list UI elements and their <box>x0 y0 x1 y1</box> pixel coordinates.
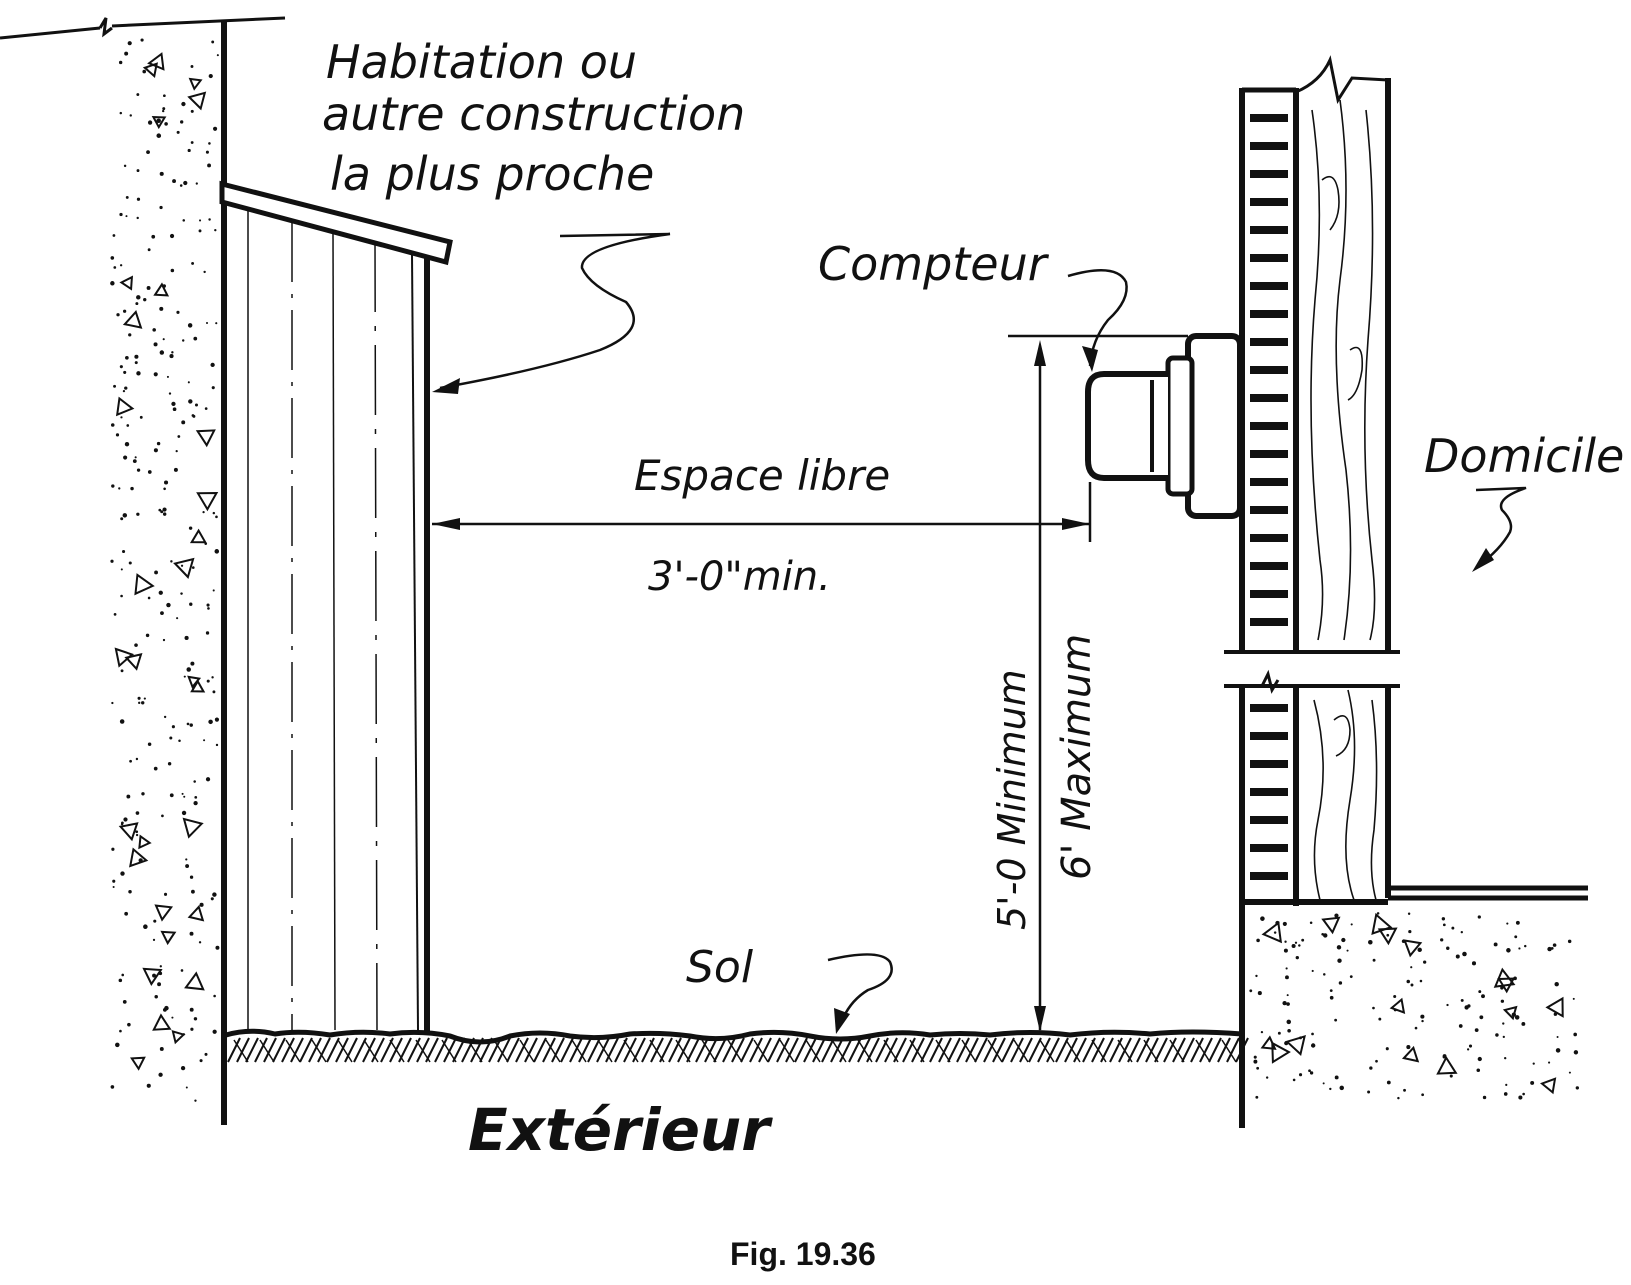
label-nearest-building-line2: autre construction <box>322 87 745 141</box>
label-clearance: Espace libre <box>634 451 890 500</box>
label-outside: Extérieur <box>468 1096 773 1164</box>
electric-meter <box>1085 333 1243 519</box>
label-ground: Sol <box>686 942 754 993</box>
label-nearest-building-line3: la plus proche <box>330 147 654 201</box>
labels: Habitation ou autre construction la plus… <box>322 35 1624 1272</box>
left-concrete-stipple <box>110 38 220 1102</box>
label-nearest-building-line1: Habitation ou <box>326 35 637 89</box>
figure-caption: Fig. 19.36 <box>730 1236 876 1272</box>
foundation-stipple <box>1249 912 1579 1100</box>
label-meter: Compteur <box>818 237 1050 291</box>
home-wall <box>1224 55 1588 1128</box>
label-clearance-value: 3'-0"min. <box>648 554 831 600</box>
nearest-building <box>219 180 453 1035</box>
ground <box>225 1028 1249 1063</box>
wood-grain <box>1310 99 1378 901</box>
leader-lines <box>432 232 1527 1034</box>
ground-hatching <box>227 1037 1249 1063</box>
siding-boards <box>1250 114 1288 880</box>
left-neighbour-wall <box>0 16 286 1125</box>
label-height-max: 6' Maximum <box>1054 634 1100 880</box>
label-home: Domicile <box>1424 429 1624 483</box>
label-height-min: 5'-0 Minimum <box>990 669 1034 930</box>
